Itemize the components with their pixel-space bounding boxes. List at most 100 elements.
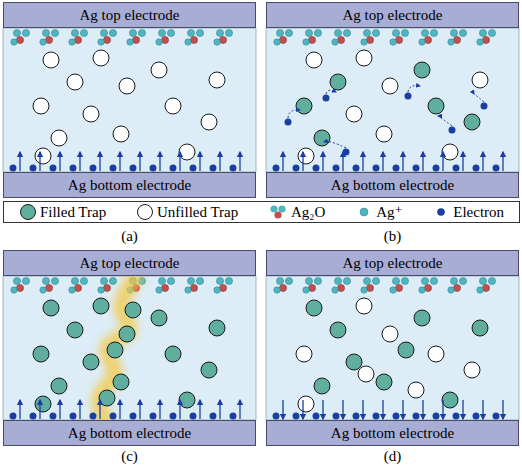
electron-flow-arrow	[159, 400, 160, 419]
electron-flow-arrow	[342, 152, 343, 171]
unfilled-trap	[298, 148, 314, 164]
electron-flow-arrow	[59, 400, 60, 419]
electron-flow-arrow	[179, 400, 180, 419]
legend-sample	[268, 203, 288, 221]
panel-illustration	[266, 28, 519, 172]
hopping-arrow	[438, 116, 452, 126]
bottom-electrode: Ag bottom electrode	[266, 172, 519, 198]
electron-flow-arrow	[99, 400, 100, 419]
unfilled-trap	[67, 74, 83, 90]
electron	[130, 165, 137, 172]
electron-flow-arrow	[219, 152, 220, 171]
ag2o-cluster	[69, 29, 88, 45]
hopping-arrow	[288, 110, 300, 118]
legend-text: Filled Trap	[40, 203, 106, 221]
electrode-label: Ag bottom electrode	[68, 176, 191, 194]
electron-flow-arrow	[79, 152, 80, 171]
electron	[130, 413, 137, 420]
electron	[373, 165, 380, 172]
electron	[453, 165, 460, 172]
electron-flow-arrow	[19, 400, 20, 419]
unfilled-trap	[35, 148, 51, 164]
electron	[230, 165, 237, 172]
hopping-arrow	[408, 86, 420, 92]
electrode-label: Ag bottom electrode	[331, 176, 454, 194]
ag2o-cluster	[214, 277, 233, 293]
ag2o-cluster	[127, 29, 146, 45]
legend-item: Electron	[432, 203, 504, 221]
ag2o-cluster	[156, 277, 175, 293]
electron	[230, 413, 237, 420]
filled-trap	[209, 320, 225, 336]
electron-flow-arrow	[39, 152, 40, 171]
legend-sample	[355, 203, 373, 221]
electrode-label: Ag top electrode	[80, 254, 180, 272]
electrode-label: Ag top electrode	[343, 6, 443, 24]
electron	[273, 165, 280, 172]
filled-trap	[151, 310, 167, 326]
unfilled-trap	[119, 78, 135, 94]
ag2o-cluster	[69, 277, 88, 293]
ag2o-cluster	[390, 29, 409, 45]
filled-trap	[107, 342, 123, 358]
ag2o-cluster	[274, 29, 293, 45]
bottom-electrode: Ag bottom electrode	[266, 420, 519, 446]
ag2o-cluster	[477, 29, 496, 45]
electron	[413, 413, 420, 420]
electron	[273, 413, 280, 420]
legend-sample	[136, 203, 154, 221]
hopping-arrow	[326, 90, 336, 94]
ag2o-cluster	[477, 277, 496, 293]
unfilled-trap	[209, 72, 225, 88]
electrode-label: Ag top electrode	[343, 254, 443, 272]
legend-text: Ag₂O	[291, 203, 325, 221]
filled-trap	[165, 346, 181, 362]
ag2o-cluster	[419, 29, 438, 45]
electron	[313, 165, 320, 172]
filled-trap	[398, 342, 414, 358]
switching-layer	[266, 276, 519, 420]
electron-flow-arrow	[119, 400, 120, 419]
electron	[413, 165, 420, 172]
unfilled-trap	[201, 114, 217, 130]
ag2o-cluster	[361, 277, 380, 293]
electron-flow-arrow	[422, 152, 423, 171]
electron-flow-arrow	[302, 152, 303, 171]
unfilled-trap	[151, 62, 167, 78]
electron	[293, 413, 300, 420]
electron-flow-arrow	[442, 400, 443, 419]
electron	[190, 413, 197, 420]
electron-flow-arrow	[59, 152, 60, 171]
unfilled-trap	[296, 346, 312, 362]
unfilled-trap	[464, 362, 480, 378]
unfilled-trap	[382, 326, 398, 342]
filled-trap	[83, 354, 99, 370]
electron	[110, 413, 117, 420]
electron	[323, 95, 330, 102]
ag2o-cluster	[303, 29, 322, 45]
ag2o-cluster	[303, 277, 322, 293]
ag2o-cluster	[185, 277, 204, 293]
panel-illustration	[3, 28, 256, 172]
ag2o-cluster	[40, 29, 59, 45]
unfilled-trap	[43, 52, 59, 68]
unfilled-trap	[346, 106, 362, 122]
filled-trap	[51, 378, 67, 394]
electron	[433, 165, 440, 172]
unfilled-trap	[356, 298, 372, 314]
unfilled-trap	[428, 346, 444, 362]
filled-trap	[314, 378, 330, 394]
electron	[10, 413, 17, 420]
panel-label: (d)	[384, 447, 402, 465]
filled-trap	[314, 130, 330, 146]
electron	[353, 165, 360, 172]
electron-flow-arrow	[199, 152, 200, 171]
unfilled-trap	[51, 130, 67, 146]
electron-flow-arrow	[239, 400, 240, 419]
ag2o-cluster	[274, 277, 293, 293]
electron	[170, 413, 177, 420]
ag2o-cluster	[332, 29, 351, 45]
filled-trap	[99, 390, 115, 406]
bottom-electrode: Ag bottom electrode	[3, 420, 256, 446]
electron	[285, 119, 292, 126]
